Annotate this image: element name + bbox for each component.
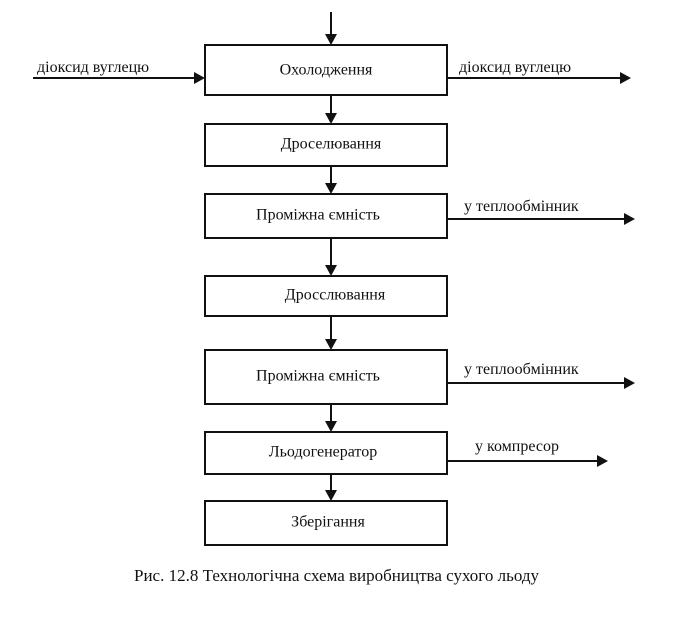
connector-3-4-head [325, 265, 337, 276]
step-buffer-tank-1-box [204, 193, 448, 239]
step-buffer-tank-2-label: Проміжна ємність [256, 368, 380, 385]
step-cooling: Охолодження [204, 44, 448, 96]
step-ice-generator: Льодогенератор [204, 431, 448, 475]
step-buffer-tank-2-box [204, 349, 448, 405]
flow-diagram: Охолодження діоксид вуглецю діоксид вугл… [33, 12, 635, 546]
step-throttling-2-label: Дросслювання [285, 287, 386, 304]
output-co2-label: діоксид вуглецю [459, 59, 571, 76]
output-compressor-label: у компресор [475, 438, 559, 455]
step-ice-generator-box [204, 431, 448, 475]
entry-arrow-head [325, 34, 337, 45]
connector-6-7-head [325, 490, 337, 501]
step-storage-label: Зберігання [291, 514, 365, 531]
output-co2-arrow-head [620, 72, 631, 84]
input-co2-label: діоксид вуглецю [37, 59, 149, 76]
step-throttling-1-label: Дроселювання [281, 136, 382, 153]
figure-caption: Рис. 12.8 Технологічна схема виробництва… [134, 566, 539, 585]
step-buffer-tank-1: Проміжна ємність [204, 193, 448, 239]
connector-2-3-head [325, 183, 337, 194]
step-throttling-1: Дроселювання [204, 123, 448, 167]
step-storage: Зберігання [204, 500, 448, 546]
step-throttling-2: Дросслювання [204, 275, 448, 317]
input-co2-arrow-head [194, 72, 205, 84]
output-heat-exchanger-1-head [624, 213, 635, 225]
connector-1-2-head [325, 113, 337, 124]
step-ice-generator-label: Льодогенератор [269, 444, 377, 461]
step-storage-box [204, 500, 448, 546]
output-heat-exchanger-1-label: у теплообмінник [464, 198, 579, 215]
step-throttling-1-box [204, 123, 448, 167]
connector-5-6-head [325, 421, 337, 432]
output-compressor-head [597, 455, 608, 467]
step-buffer-tank-2: Проміжна ємність [204, 349, 448, 405]
connector-4-5-head [325, 339, 337, 350]
step-cooling-box [204, 44, 448, 96]
step-throttling-2-box [204, 275, 448, 317]
step-cooling-label: Охолодження [280, 62, 373, 79]
output-heat-exchanger-2-label: у теплообмінник [464, 361, 579, 378]
step-buffer-tank-1-label: Проміжна ємність [256, 207, 380, 224]
output-heat-exchanger-2-head [624, 377, 635, 389]
